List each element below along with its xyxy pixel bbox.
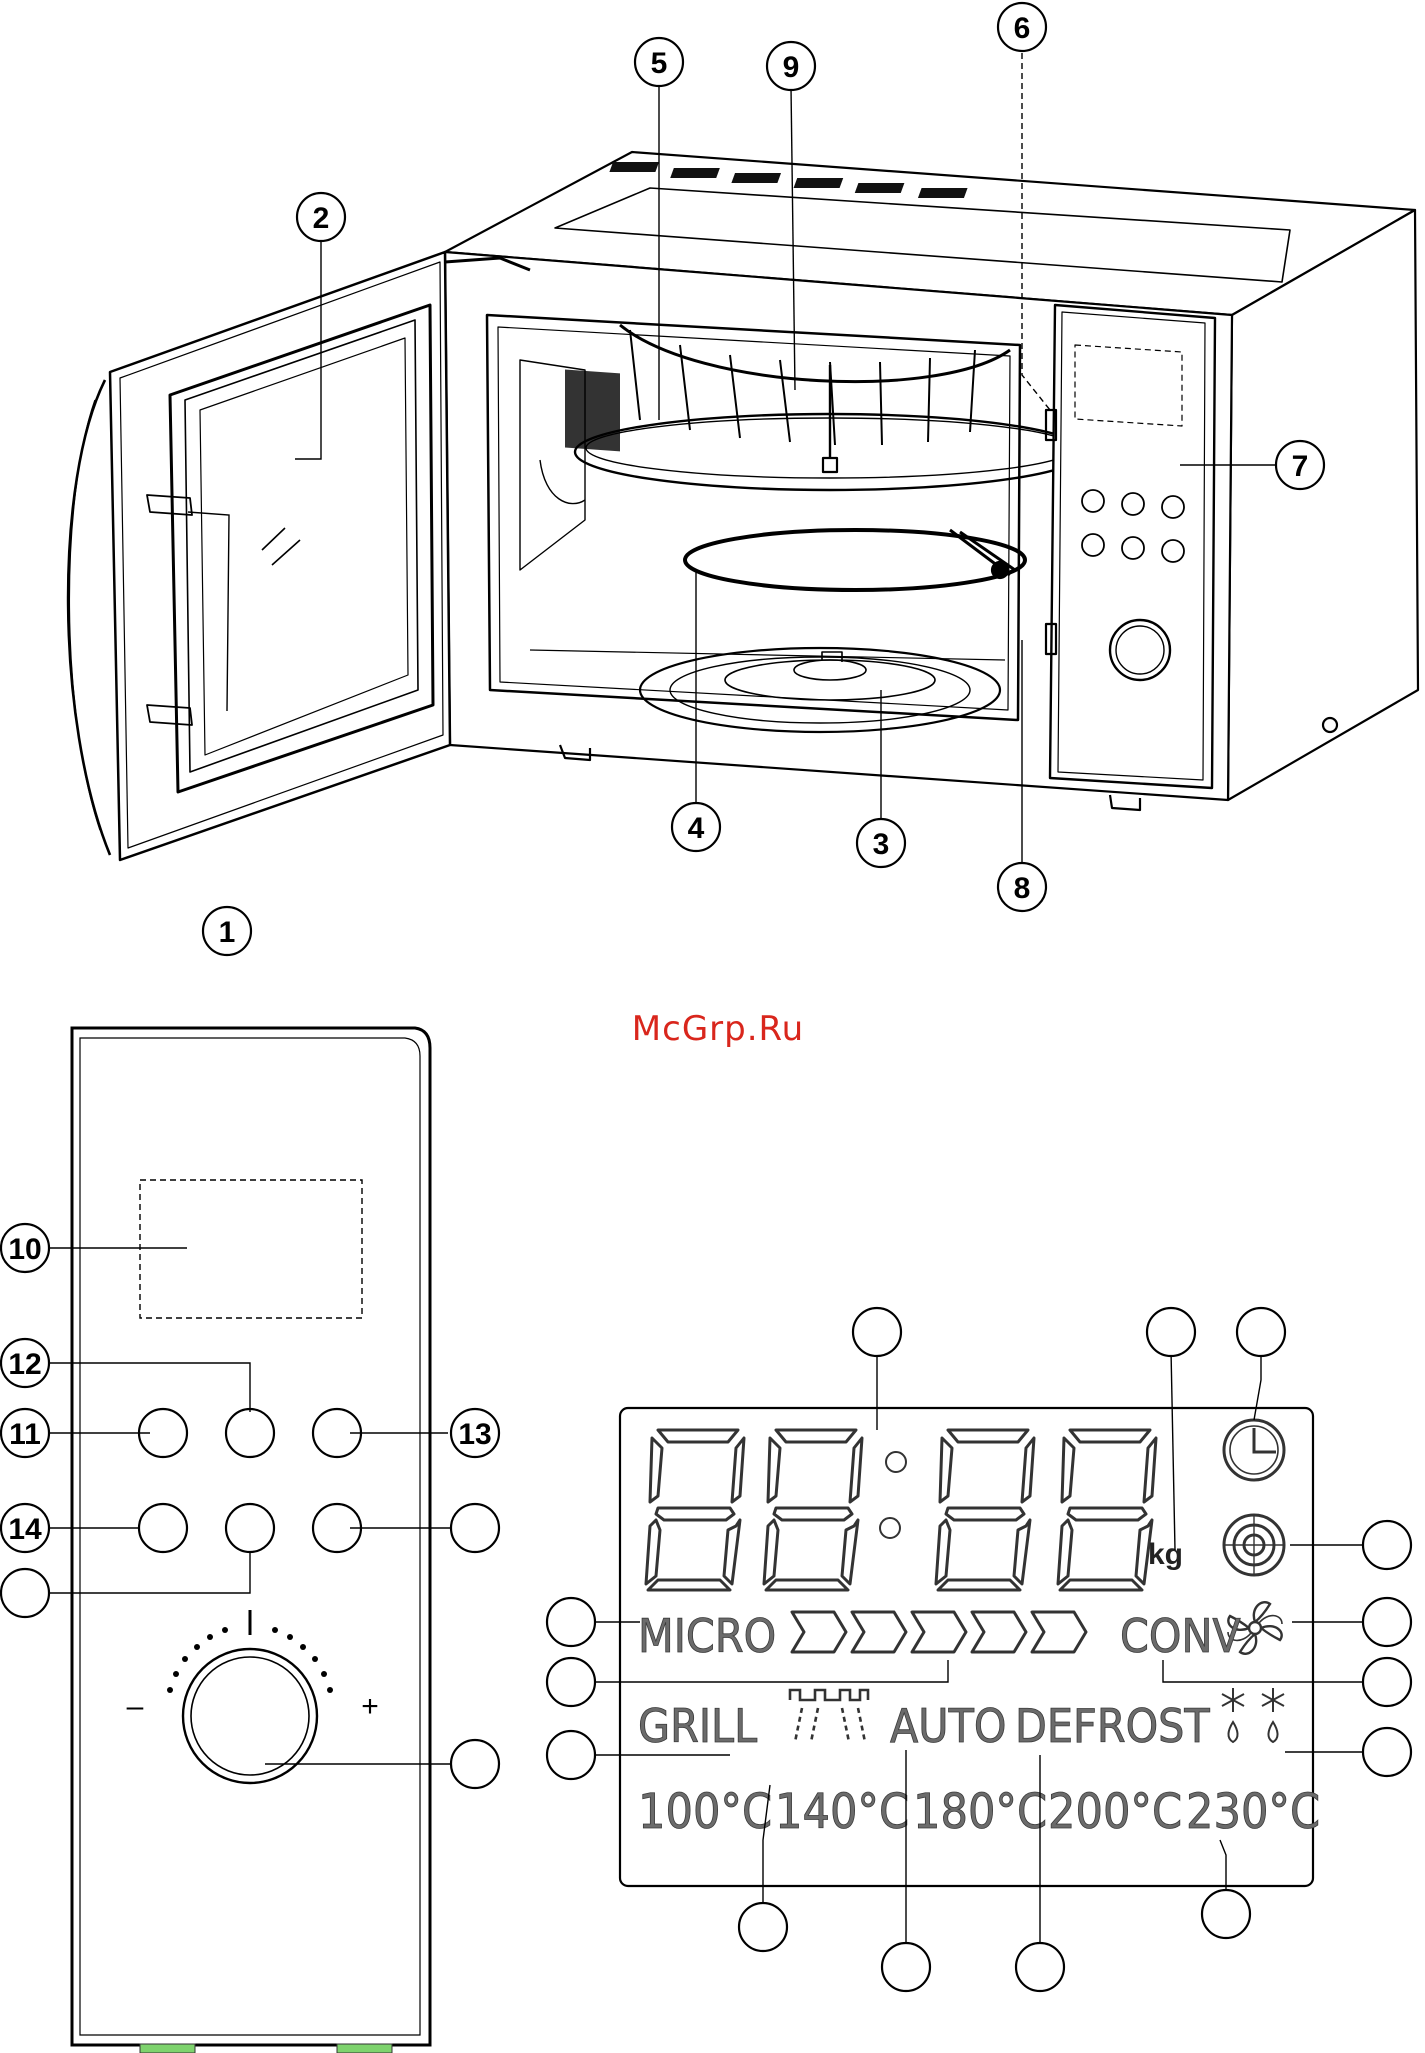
dial-minus-sign: – [127, 1690, 144, 1723]
svg-text:13: 13 [458, 1418, 491, 1451]
display-callout-auto [882, 1943, 930, 1991]
svg-text:12: 12 [8, 1348, 41, 1381]
panel-button-14[interactable] [139, 1504, 187, 1552]
display-callout-defrost-icon [1363, 1728, 1411, 1776]
rotary-knob-icon[interactable] [183, 1649, 317, 1783]
display-callout-temperature [1202, 1890, 1250, 1938]
display-callout-fan [1363, 1598, 1411, 1646]
mode-defrost-label: DEFROST [1015, 1699, 1210, 1753]
callout-8: 8 [998, 863, 1046, 911]
callout-blank-a [451, 1504, 499, 1552]
display-callout-heating [1363, 1521, 1411, 1569]
panel-button-12[interactable] [226, 1409, 274, 1457]
svg-text:3: 3 [873, 828, 890, 861]
callout-blank-c [451, 1740, 499, 1788]
heating-element-icon [1224, 1515, 1284, 1575]
svg-text:5: 5 [651, 47, 668, 80]
mode-micro-label: MICRO [638, 1609, 776, 1663]
callout-12: 12 [1, 1339, 49, 1387]
mode-conv-label: CONV [1120, 1609, 1241, 1663]
callout-10: 10 [1, 1224, 49, 1272]
lcd-display: kg MICRO CONV GRILL AUTO DEFROST [620, 1408, 1320, 1886]
svg-text:2: 2 [313, 202, 330, 235]
temp-200-label: 200°C [1048, 1784, 1182, 1840]
display-callout-kg [1147, 1308, 1195, 1356]
callout-blank-b [1, 1569, 49, 1617]
dial-plus-sign: + [361, 1690, 379, 1723]
callout-7: 7 [1276, 441, 1324, 489]
display-callout-clock [1237, 1308, 1285, 1356]
display-window-outline [140, 1180, 362, 1318]
svg-text:6: 6 [1014, 12, 1031, 45]
control-panel [72, 1028, 430, 2053]
callout-11: 11 [1, 1409, 49, 1457]
temp-140-label: 140°C [775, 1784, 909, 1840]
display-callout-digits [853, 1308, 901, 1356]
watermark: McGrp.Ru [632, 1009, 804, 1049]
svg-text:11: 11 [9, 1418, 41, 1451]
callout-13: 13 [451, 1409, 499, 1457]
svg-text:9: 9 [783, 51, 800, 84]
display-callout-grill-icon [739, 1903, 787, 1951]
mode-auto-label: AUTO [890, 1699, 1006, 1753]
weight-unit-label: kg [1148, 1538, 1183, 1571]
svg-text:1: 1 [219, 916, 236, 949]
svg-text:4: 4 [688, 812, 705, 845]
svg-text:10: 10 [8, 1233, 41, 1266]
callout-2: 2 [297, 193, 345, 241]
svg-text:7: 7 [1292, 450, 1309, 483]
callout-6: 6 [998, 3, 1046, 51]
callout-9: 9 [767, 42, 815, 90]
callout-3: 3 [857, 819, 905, 867]
temp-100-label: 100°C [638, 1784, 772, 1840]
svg-text:14: 14 [8, 1513, 42, 1546]
display-callout-defrost [1016, 1943, 1064, 1991]
temp-230-label: 230°C [1186, 1784, 1320, 1840]
panel-callouts: 10 11 12 13 14 [1, 1224, 499, 1788]
temp-180-label: 180°C [913, 1784, 1047, 1840]
svg-text:8: 8 [1014, 872, 1031, 905]
display-callout-conv [1363, 1658, 1411, 1706]
callout-14: 14 [1, 1504, 49, 1552]
display-callout-grill [547, 1731, 595, 1779]
callout-1: 1 [203, 907, 251, 955]
microwave-illustration [68, 152, 1418, 860]
callout-5: 5 [635, 38, 683, 86]
callout-4: 4 [672, 803, 720, 851]
display-callout-micro [547, 1598, 595, 1646]
mode-grill-label: GRILL [638, 1699, 757, 1753]
panel-button-15[interactable] [226, 1504, 274, 1552]
display-callout-power [547, 1658, 595, 1706]
